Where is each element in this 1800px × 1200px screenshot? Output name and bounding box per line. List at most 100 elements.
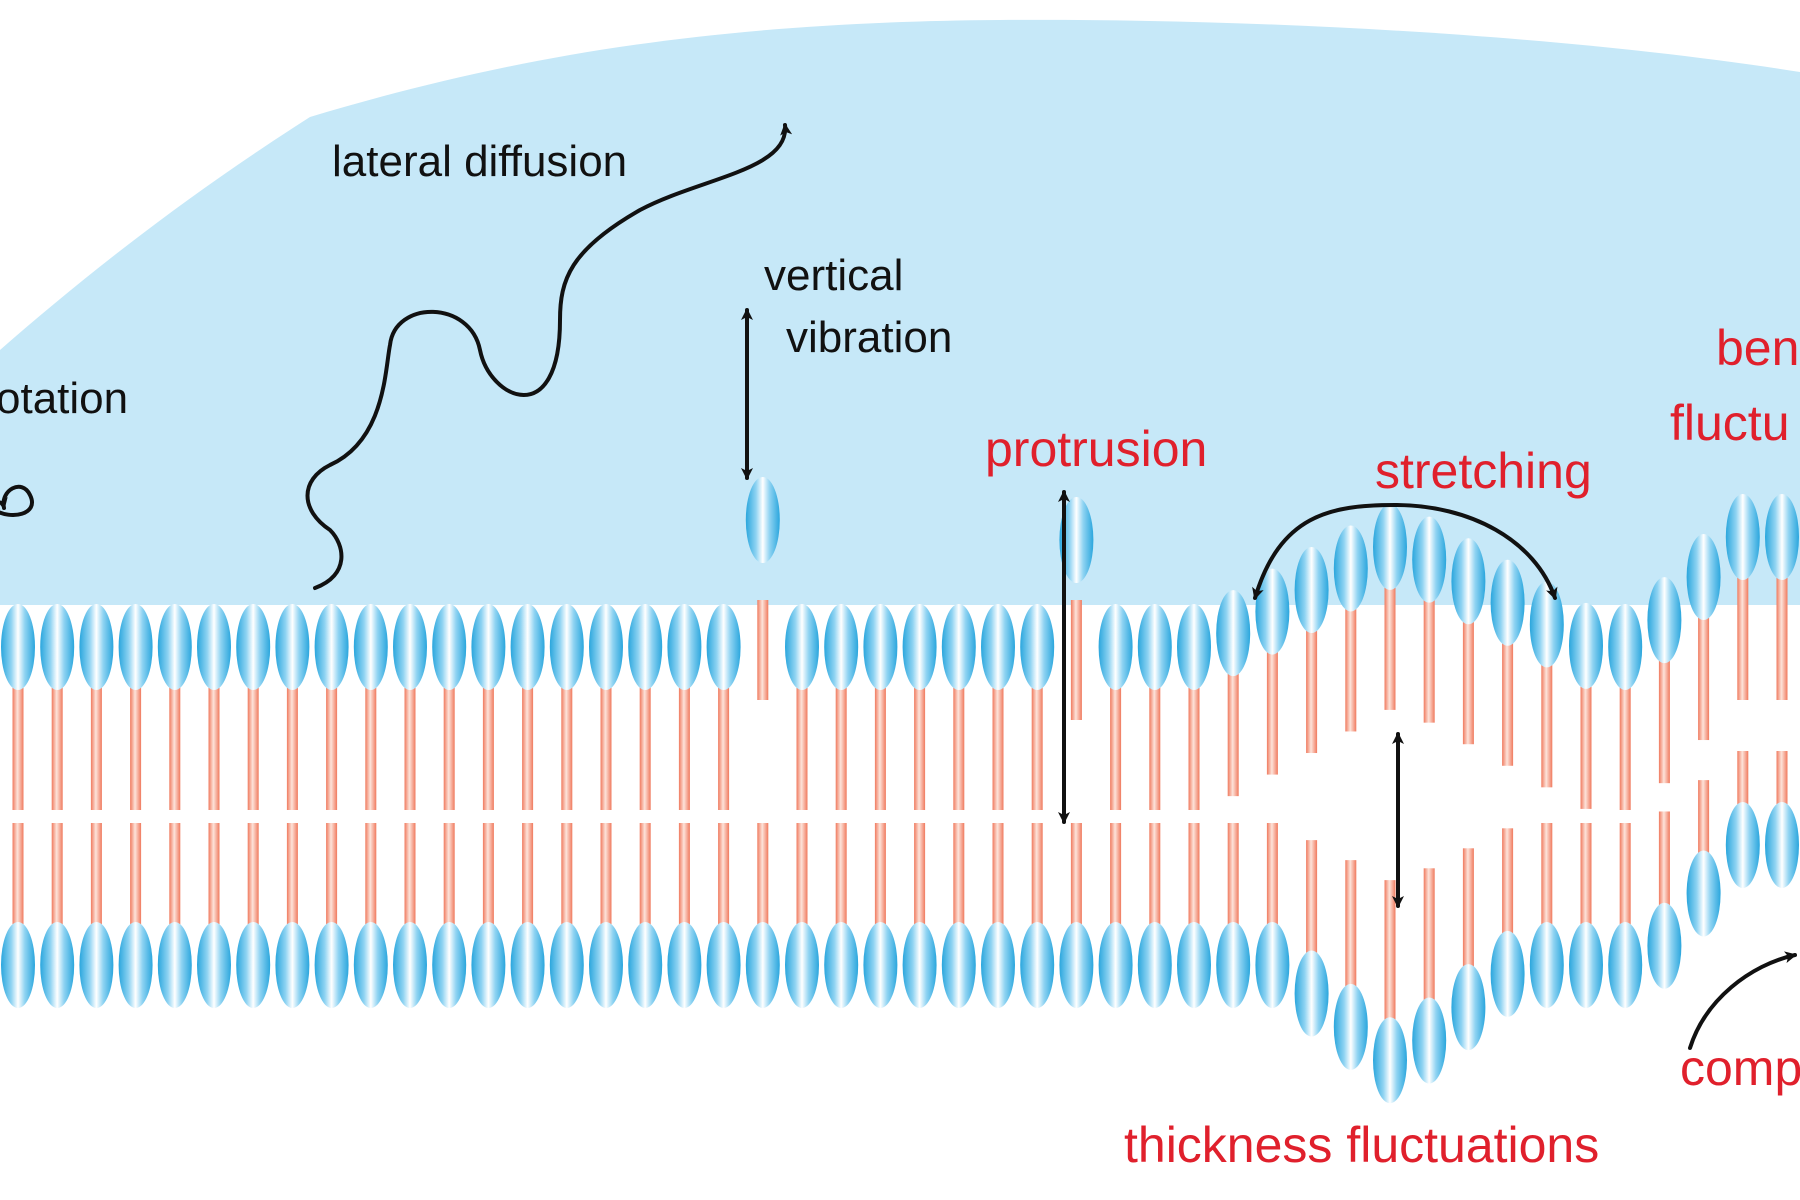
- lipid-tail-lower: [835, 823, 847, 925]
- lipid-head-upper: [79, 604, 114, 690]
- lipid-head-upper: [745, 477, 780, 563]
- lipid-tail-upper: [1619, 687, 1631, 810]
- lipid-tail-upper: [482, 687, 494, 810]
- lipid-tail-lower: [992, 823, 1004, 925]
- lipid-tail-lower: [1345, 860, 1357, 987]
- lipid-head-lower: [1608, 922, 1643, 1008]
- lipid-tail-lower: [1541, 823, 1553, 925]
- lipid-head-lower: [1255, 922, 1290, 1008]
- lipid-tail-upper: [835, 687, 847, 810]
- lipid-tail-lower: [1227, 823, 1239, 925]
- labels: otation lateral diffusion vertical vibra…: [0, 137, 1800, 1173]
- lipid-head-upper: [1137, 604, 1172, 690]
- lipid-tail-lower: [914, 823, 926, 925]
- lipid-head-lower: [1, 922, 35, 1008]
- lipid-tail-lower: [1266, 823, 1278, 925]
- lipid-tail-upper: [51, 687, 63, 810]
- lateral-diffusion-path: [305, 123, 793, 590]
- lipid-tail-lower: [678, 823, 690, 925]
- lipid-head-upper: [1216, 590, 1251, 677]
- lipid-tail-upper: [404, 687, 416, 810]
- compression-arrow: [1688, 951, 1797, 1050]
- lipid-tail-lower: [443, 823, 455, 925]
- lipid-head-lower: [1137, 922, 1172, 1008]
- vertical-vibration-label-line1: vertical: [764, 251, 903, 300]
- lipid-tail-upper: [443, 687, 455, 810]
- lipid-head-lower: [314, 922, 349, 1008]
- lipid-tail-lower: [1658, 811, 1670, 906]
- lipid-head-lower: [275, 922, 310, 1008]
- lipid-head-lower: [1216, 922, 1251, 1008]
- lipid-tail-lower: [90, 823, 102, 925]
- rotation-arrow: [0, 484, 34, 517]
- lipid-tail-lower: [1423, 868, 1435, 1001]
- lipid-tail-upper: [1149, 687, 1161, 810]
- lipid-tail-lower: [1698, 780, 1710, 854]
- lipid-head-upper: [1529, 581, 1564, 668]
- lipid-head-upper: [236, 604, 271, 690]
- lipid-tail-lower: [1149, 823, 1161, 925]
- lipid-head-upper: [1294, 547, 1329, 634]
- lipid-head-lower: [706, 922, 741, 1008]
- lipid-head-lower: [589, 922, 623, 1008]
- lipid-head-upper: [471, 604, 506, 690]
- lipid-head-lower: [981, 922, 1015, 1008]
- lipid-tail-lower: [1306, 840, 1318, 954]
- lipid-head-lower: [1451, 964, 1486, 1051]
- lipid-head-lower: [628, 922, 663, 1008]
- lipid-head-upper: [1412, 516, 1447, 603]
- lipid-head-upper: [275, 604, 310, 690]
- lipid-tail-upper: [522, 687, 534, 810]
- lipid-tail-upper: [90, 687, 102, 810]
- lipid-head-lower: [1765, 802, 1799, 888]
- lipid-head-lower: [667, 922, 702, 1008]
- lipid-head-upper: [1451, 538, 1486, 625]
- lipid-head-upper: [1373, 503, 1407, 590]
- compression-label: comp: [1680, 1040, 1800, 1096]
- lipid-tail-lower: [561, 823, 573, 925]
- lipid-tail-upper: [1188, 687, 1200, 810]
- lipid-tail-upper: [12, 687, 24, 810]
- stretching-arrow: [1252, 502, 1558, 600]
- lipid-tail-lower: [1737, 751, 1749, 805]
- lipid-tail-lower: [365, 823, 377, 925]
- lipid-head-upper: [549, 604, 584, 690]
- lipid-head-lower: [941, 922, 976, 1008]
- lipid-tail-lower: [1502, 828, 1514, 934]
- lipid-tail-lower: [51, 823, 63, 925]
- lipid-tail-lower: [1188, 823, 1200, 925]
- lipid-head-upper: [157, 604, 192, 690]
- lipid-tail-upper: [1227, 673, 1239, 797]
- lipid-head-lower: [157, 922, 192, 1008]
- lipid-tail-upper: [874, 687, 886, 810]
- lipid-tail-lower: [1580, 823, 1592, 925]
- lipid-tail-upper: [1110, 687, 1122, 810]
- lipid-tail-upper: [992, 687, 1004, 810]
- lipid-tail-lower: [718, 823, 730, 925]
- lipid-head-lower: [785, 922, 819, 1008]
- lipid-head-lower: [549, 922, 584, 1008]
- lipid-tail-lower: [600, 823, 612, 925]
- lipid-tail-lower: [522, 823, 534, 925]
- lipid-tail-lower: [286, 823, 298, 925]
- lipid-head-upper: [1098, 604, 1133, 690]
- lipid-head-upper: [824, 604, 859, 690]
- lipid-head-upper: [1725, 494, 1760, 580]
- lipid-head-upper: [628, 604, 663, 690]
- lipid-tail-lower: [208, 823, 220, 925]
- lipid-head-upper: [314, 604, 349, 690]
- lipid-tail-lower: [1776, 751, 1788, 805]
- lipid-head-upper: [706, 604, 741, 690]
- lipid-head-lower: [353, 922, 388, 1008]
- lipid-tail-upper: [1384, 586, 1396, 710]
- lipid-head-lower: [902, 922, 937, 1008]
- lipid-tail-upper: [1070, 600, 1082, 720]
- lipid-tail-lower: [1462, 848, 1474, 968]
- lipid-head-lower: [1177, 922, 1211, 1008]
- lipid-head-lower: [1333, 983, 1368, 1070]
- lipid-head-lower: [236, 922, 271, 1008]
- lipid-head-upper: [1569, 602, 1603, 689]
- water-region: [0, 19, 1800, 606]
- lipid-head-lower: [118, 922, 153, 1008]
